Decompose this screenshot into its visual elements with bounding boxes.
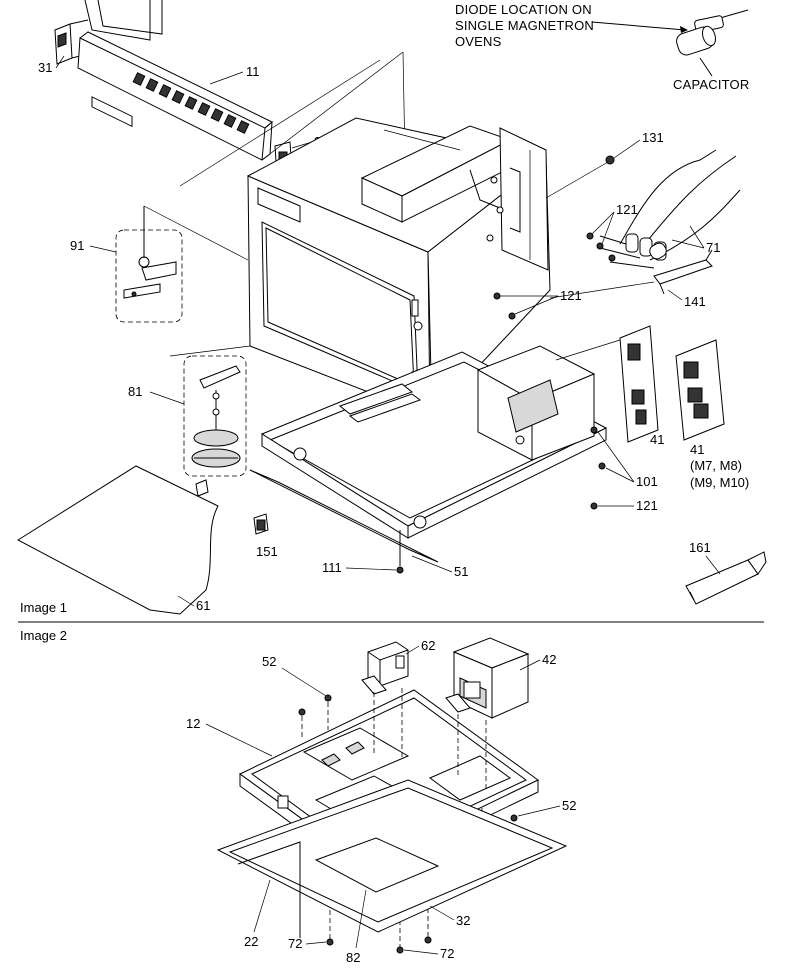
part-52-screws-icon <box>298 694 332 716</box>
callout-121-mid: 121 <box>560 288 582 303</box>
magnetron-box <box>476 345 596 461</box>
callout-41-left: 41 <box>650 432 664 447</box>
part-121-screws-icon <box>586 232 616 262</box>
note-line-3: OVENS <box>455 34 502 49</box>
section-label-image-2: Image 2 <box>20 628 67 643</box>
section-label-image-1: Image 1 <box>20 600 67 615</box>
callout-82: 82 <box>346 950 360 965</box>
part-111-screw-icon <box>396 530 404 574</box>
part-61-sheet-icon <box>17 465 219 615</box>
part-81-stirrer-icon <box>183 355 247 477</box>
part-141-bracket-icon <box>653 249 713 295</box>
callout-32: 32 <box>456 913 470 928</box>
oven-cavity-chassis <box>246 117 551 418</box>
capacitor-label: CAPACITOR <box>673 77 749 92</box>
part-41-relay-board-alt-icon <box>675 339 725 441</box>
callout-121-lower: 121 <box>636 498 658 513</box>
callout-42: 42 <box>542 652 556 667</box>
callout-71: 71 <box>706 240 720 255</box>
callout-62: 62 <box>421 638 435 653</box>
part-62-relay-icon <box>361 641 409 695</box>
model-note-m9-m10: (M9, M10) <box>690 475 749 490</box>
callout-81: 81 <box>128 384 142 399</box>
part-121-screws-mid-icon <box>493 292 516 320</box>
part-161-grease-tube-icon <box>685 551 767 605</box>
part-101-screws-icon <box>590 426 606 510</box>
diode-note: DIODE LOCATION ON SINGLE MAGNETRON OVENS <box>455 2 688 49</box>
note-line-1: DIODE LOCATION ON <box>455 2 592 17</box>
callout-51: 51 <box>454 564 468 579</box>
model-note-m7-m8: (M7, M8) <box>690 458 742 473</box>
callout-72-left: 72 <box>288 936 302 951</box>
part-41-relay-board-icon <box>619 325 659 443</box>
callout-101: 101 <box>636 474 658 489</box>
part-42-transformer-icon <box>445 637 530 719</box>
callout-111: 111 <box>322 560 342 575</box>
callout-41-right: 41 <box>690 442 704 457</box>
capacitor-icon: CAPACITOR <box>673 9 749 92</box>
note-line-2: SINGLE MAGNETRON <box>455 18 594 33</box>
callout-61: 61 <box>196 598 210 613</box>
part-22-panel-icon <box>237 841 301 938</box>
part-71-diode-harness-icon <box>599 149 741 269</box>
callout-91: 91 <box>70 238 84 253</box>
part-82-sub-plate <box>314 837 440 893</box>
ribbon-cable <box>84 0 151 41</box>
callout-141: 141 <box>684 294 706 309</box>
callout-121-top: 121 <box>616 202 638 217</box>
callout-31: 31 <box>38 60 52 75</box>
callout-11: 11 <box>246 64 260 79</box>
part-151-foot-icon <box>195 479 269 535</box>
part-31-bracket-icon <box>54 19 89 65</box>
callout-52-top: 52 <box>262 654 276 669</box>
part-11-control-panel-icon <box>77 31 273 161</box>
part-72-screws-icon <box>326 936 432 954</box>
callout-12: 12 <box>186 716 200 731</box>
callout-151: 151 <box>256 544 278 559</box>
part-91-sensor-icon <box>115 206 183 323</box>
callout-52-right: 52 <box>562 798 576 813</box>
callout-161: 161 <box>689 540 711 555</box>
callout-72-right: 72 <box>440 946 454 961</box>
callout-131: 131 <box>642 130 664 145</box>
callout-22: 22 <box>244 934 258 949</box>
